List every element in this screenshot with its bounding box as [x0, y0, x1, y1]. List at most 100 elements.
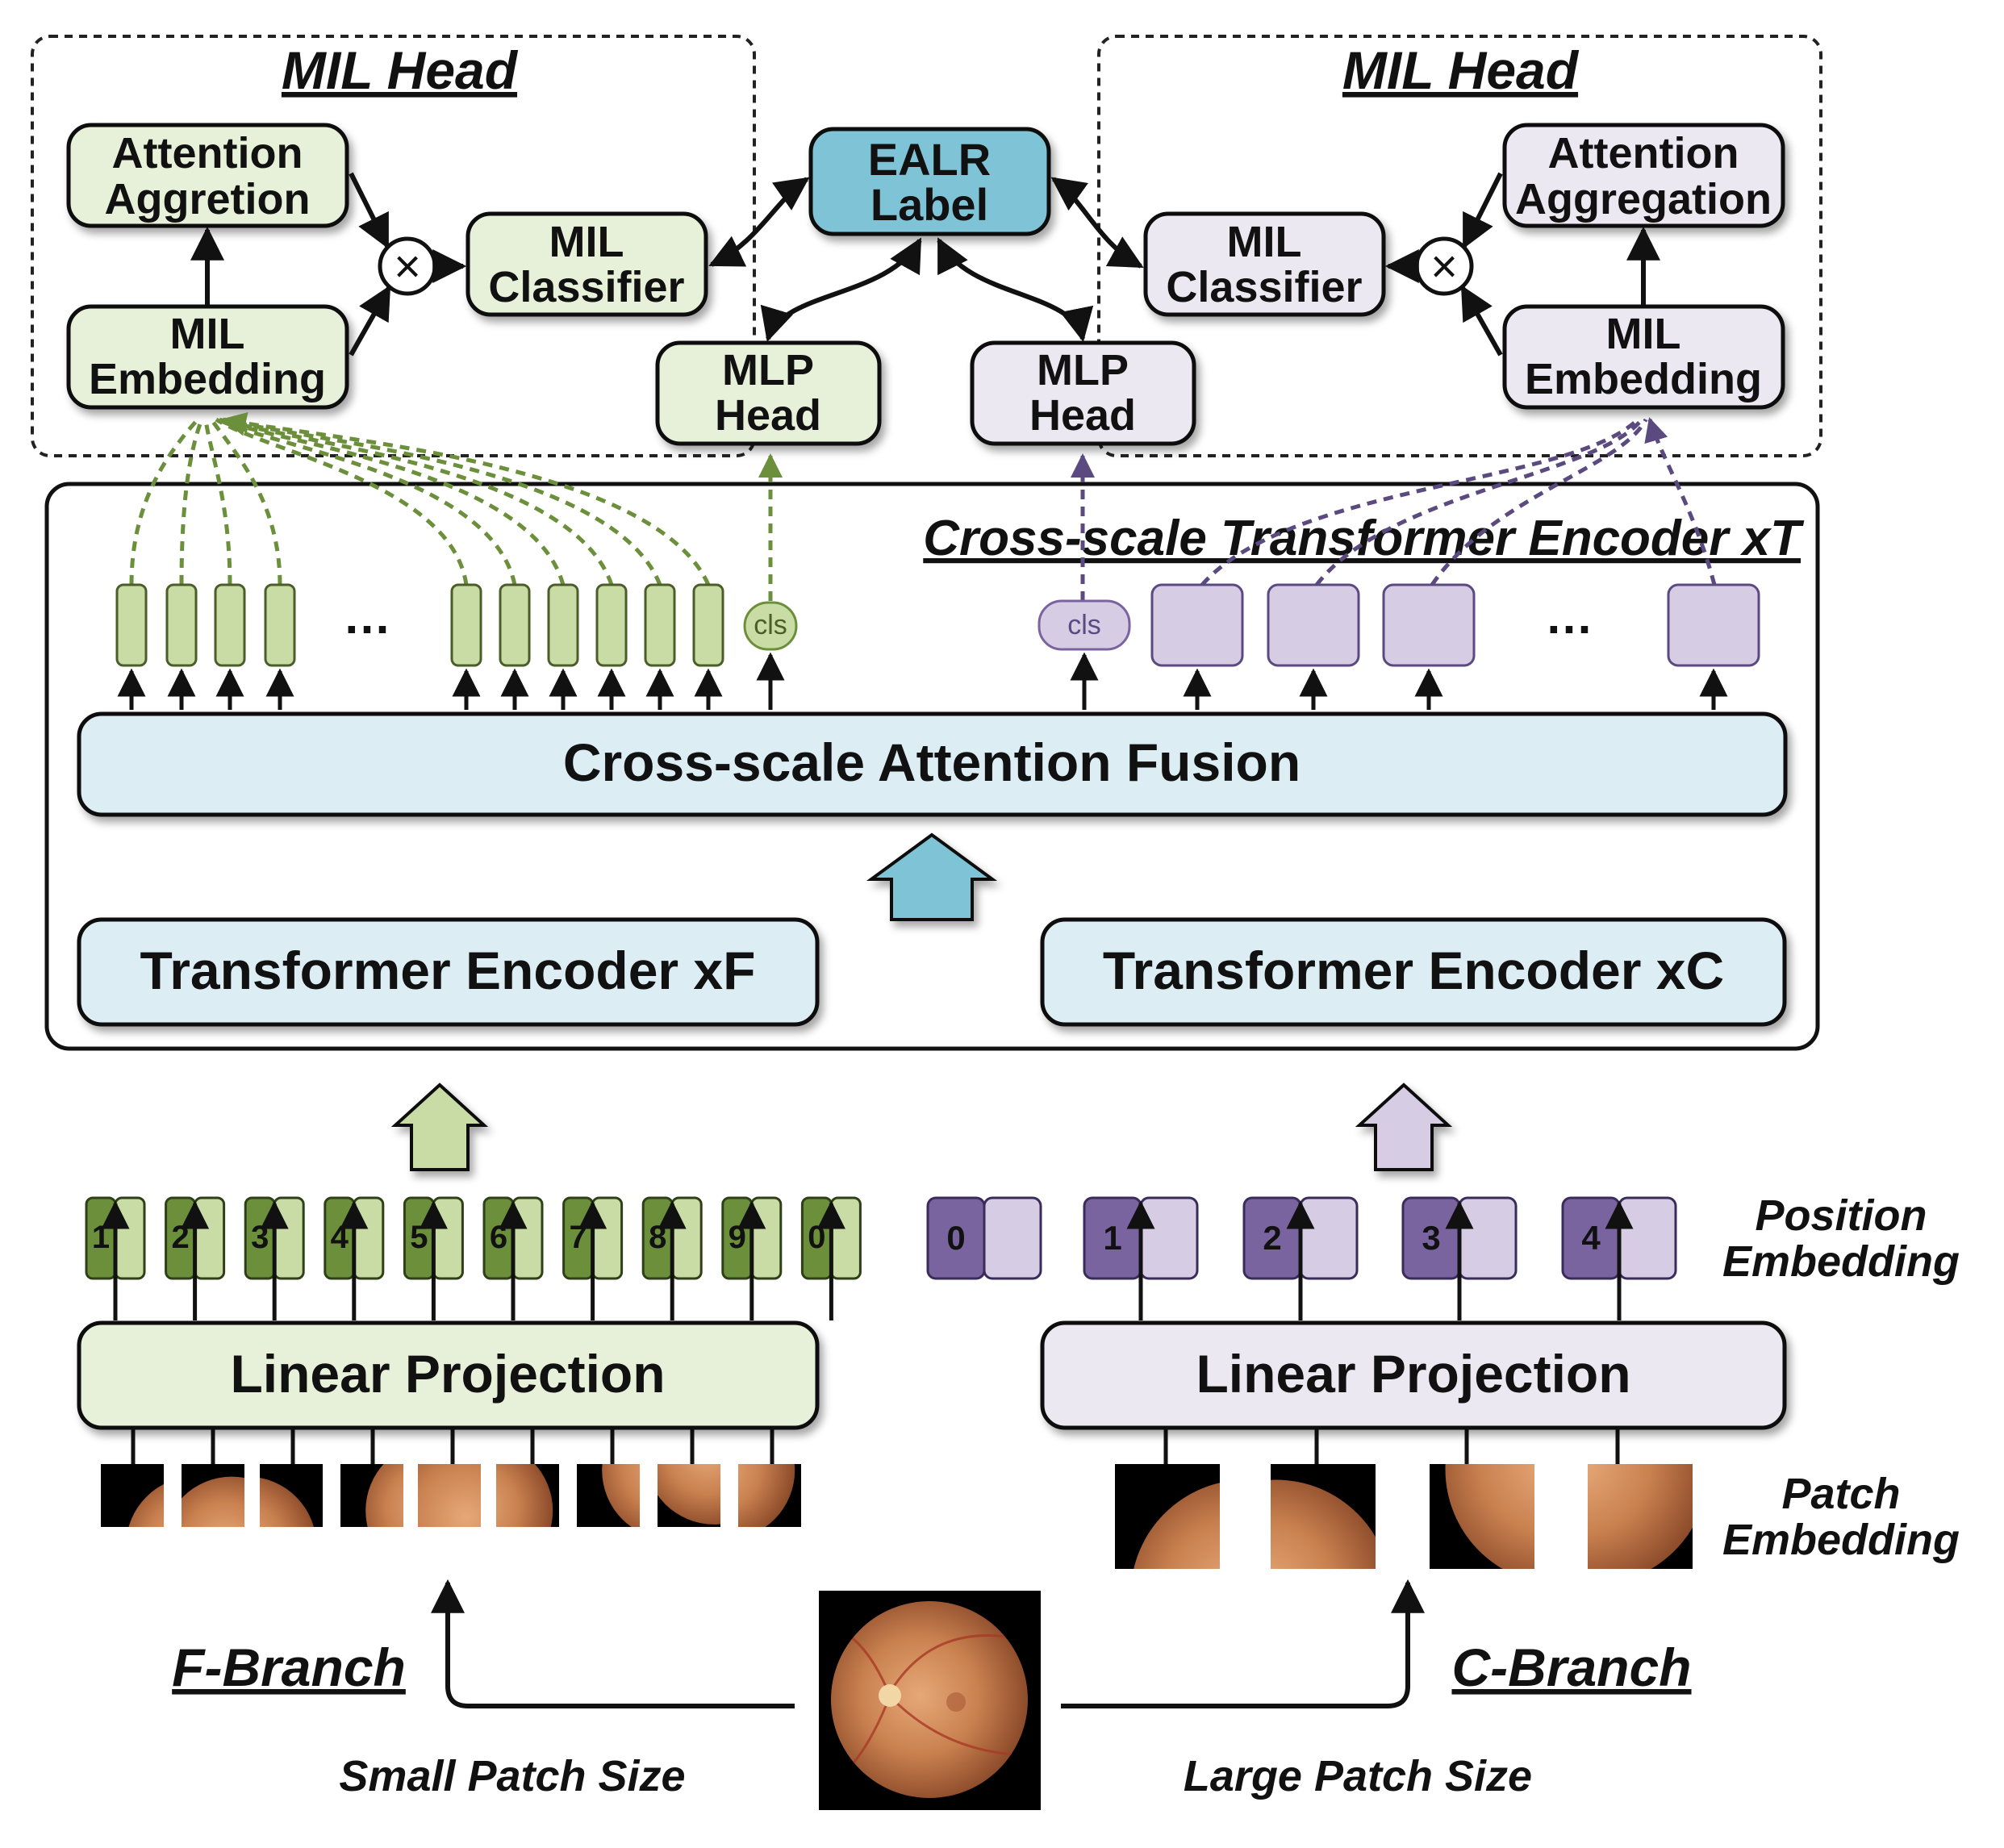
c-branch-label: C-Branch: [1451, 1637, 1691, 1697]
f-patch-image: [101, 1464, 164, 1527]
right-embedding-box: MIL Embedding: [1502, 304, 1785, 410]
fusion-up-arrow: [866, 832, 998, 921]
patch-embedding-label: Patch Embedding: [1722, 1470, 1960, 1564]
svg-text:×: ×: [1430, 240, 1458, 293]
f-position-pair: 4: [324, 1196, 385, 1320]
f-position-index: 9: [729, 1220, 746, 1255]
token-f-10: [692, 583, 724, 667]
svg-text:Transformer Encoder xF: Transformer Encoder xF: [140, 941, 756, 1000]
c-branch-up-arrow: [1355, 1083, 1453, 1171]
right-att-to-mult-arrow: [1462, 172, 1503, 249]
green-ellipsis: …: [343, 590, 391, 644]
right-multiply-node: ×: [1414, 236, 1474, 296]
c-position-pair: 4: [1561, 1196, 1677, 1320]
f-patch-image: [738, 1464, 801, 1527]
transformer-encoder-f: Transformer Encoder xF: [77, 917, 820, 1027]
purple-dashed-links: [1071, 417, 1717, 601]
svg-text:MIL: MIL: [170, 310, 245, 358]
svg-text:Cross-scale Attention Fusion: Cross-scale Attention Fusion: [563, 732, 1301, 792]
token-c-4: [1667, 583, 1760, 667]
f-position-pair: 2: [165, 1196, 226, 1320]
left-cls-to-ealr-arrow: [708, 177, 810, 267]
left-classifier-box: MIL Classifier: [466, 211, 708, 317]
svg-text:Embedding: Embedding: [1722, 1237, 1960, 1286]
purple-ellipsis: …: [1545, 590, 1593, 644]
f-branch-label: F-Branch: [172, 1637, 406, 1697]
svg-text:MIL: MIL: [549, 218, 624, 266]
f-patch-image: [182, 1464, 244, 1527]
f-position-index: 0: [808, 1220, 825, 1255]
cross-scale-attention-fusion: Cross-scale Attention Fusion: [77, 711, 1788, 817]
c-position-index: 1: [1103, 1219, 1121, 1257]
cross-scale-encoder-frame: [44, 482, 1820, 1051]
svg-text:EALR: EALR: [868, 134, 991, 185]
token-c-3: [1382, 583, 1476, 667]
mlp-head-right: MLP Head: [970, 340, 1196, 446]
f-position-pair: 3: [244, 1196, 305, 1320]
svg-text:Embedding: Embedding: [1722, 1516, 1960, 1564]
svg-text:Transformer Encoder xC: Transformer Encoder xC: [1103, 941, 1724, 1000]
c-projection-arrows: [1163, 1429, 1620, 1464]
c-branch-arrow: [1061, 1579, 1425, 1708]
green-dashed-links: [129, 412, 783, 601]
mlp-left-to-ealr-arrow: [760, 237, 922, 343]
c-position-index: 4: [1581, 1219, 1601, 1257]
token-c-1: [1150, 583, 1244, 667]
token-f-9: [644, 583, 676, 667]
f-position-index: 8: [649, 1220, 666, 1255]
right-cls-to-ealr-arrow: [1050, 177, 1144, 269]
green-output-tokens: [115, 583, 724, 667]
f-position-index: 1: [92, 1220, 110, 1255]
c-patch-image: [1430, 1464, 1534, 1569]
f-branch-patches: [101, 1464, 801, 1527]
f-position-index: 4: [331, 1220, 349, 1255]
token-f-4: [264, 583, 296, 667]
svg-text:MLP: MLP: [1037, 346, 1129, 394]
f-patch-image: [418, 1464, 481, 1527]
c-position-pair: 3: [1401, 1196, 1518, 1320]
left-mil-head-title: MIL Head: [282, 40, 519, 100]
c-position-pair: 2: [1242, 1196, 1359, 1320]
c-branch-position-embeddings: 0 1 2 3 4: [926, 1196, 1677, 1320]
c-position-index: 0: [946, 1219, 965, 1257]
svg-text:Embedding: Embedding: [89, 355, 326, 403]
f-position-pair: 7: [562, 1196, 624, 1320]
transformer-encoder-c: Transformer Encoder xC: [1040, 917, 1787, 1027]
svg-text:MLP: MLP: [722, 346, 814, 394]
svg-text:Patch: Patch: [1781, 1470, 1900, 1518]
token-f-1: [115, 583, 148, 667]
svg-text:Head: Head: [1029, 391, 1136, 440]
svg-text:Head: Head: [715, 391, 821, 440]
left-multiply-node: ×: [378, 236, 437, 296]
f-patch-image: [658, 1464, 720, 1527]
f-position-index: 3: [251, 1220, 269, 1255]
left-attention-box: Attention Aggretion: [66, 123, 349, 228]
f-patch-image: [496, 1464, 559, 1527]
f-patch-image: [577, 1464, 640, 1527]
encoder-title: Cross-scale Transformer Encoder xT: [923, 511, 1805, 566]
token-f-6: [499, 583, 531, 667]
cls-token-left: cls: [743, 601, 798, 651]
svg-text:Classifier: Classifier: [1166, 263, 1362, 311]
c-branch-patches: [1115, 1464, 1693, 1569]
large-patch-size-label: Large Patch Size: [1184, 1752, 1532, 1800]
f-position-index: 2: [171, 1220, 189, 1255]
c-position-index: 3: [1422, 1219, 1440, 1257]
f-position-index: 7: [569, 1220, 587, 1255]
token-f-5: [450, 583, 482, 667]
left-embedding-box: MIL Embedding: [66, 304, 349, 410]
f-position-pair: 8: [641, 1196, 703, 1320]
f-projection-arrows: [131, 1429, 774, 1464]
svg-text:Embedding: Embedding: [1525, 355, 1762, 403]
right-mil-head-frame: [1097, 35, 1822, 457]
right-attention-box: Attention Aggregation: [1502, 123, 1785, 228]
small-patch-size-label: Small Patch Size: [339, 1752, 685, 1800]
svg-text:Position: Position: [1756, 1191, 1927, 1240]
svg-text:Linear Projection: Linear Projection: [1196, 1344, 1630, 1404]
right-mil-head-title: MIL Head: [1342, 40, 1580, 100]
svg-text:Attention: Attention: [1548, 129, 1739, 177]
right-emb-to-mult-arrow: [1460, 285, 1503, 357]
cls-token-right: cls: [1037, 599, 1131, 651]
f-position-pair: 0: [800, 1196, 862, 1320]
